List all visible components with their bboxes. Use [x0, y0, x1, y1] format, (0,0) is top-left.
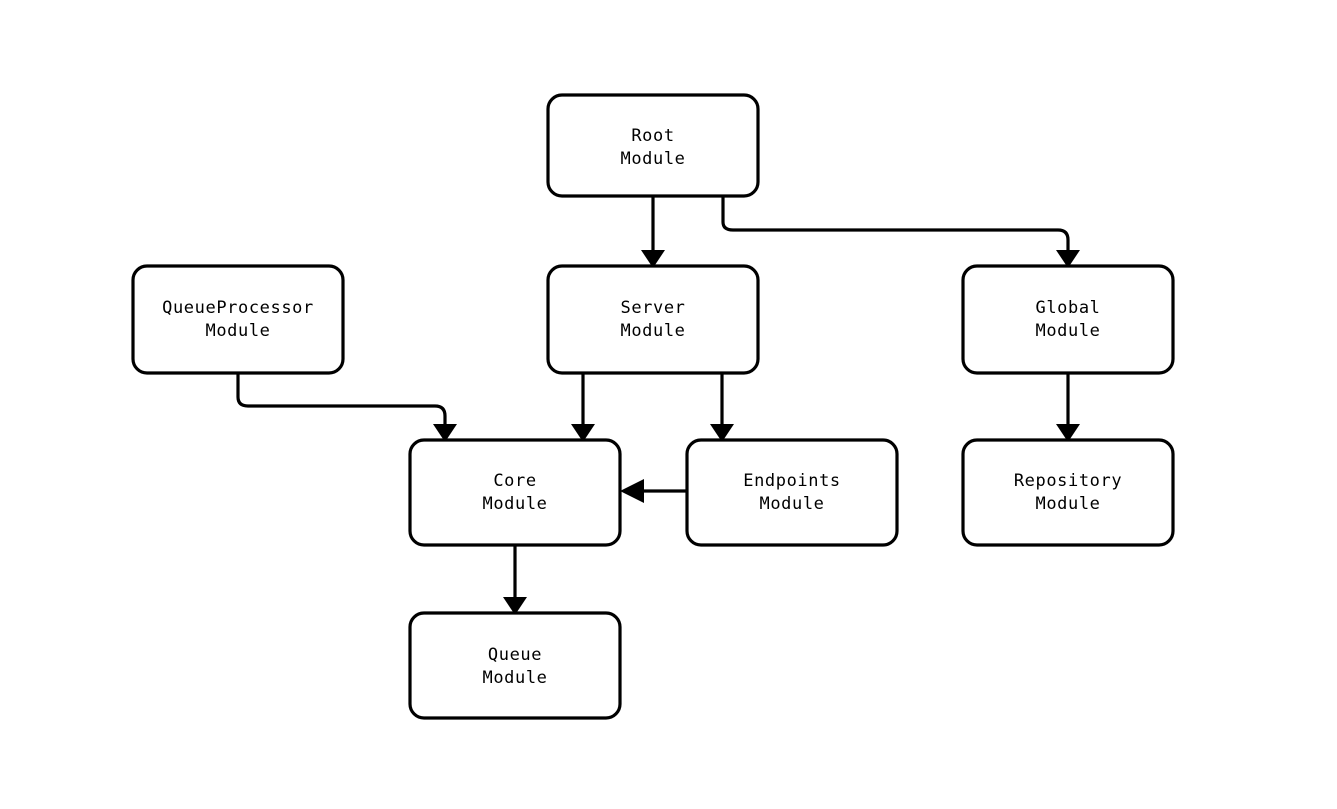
arrowhead-icon [1056, 250, 1080, 268]
node-root-module[interactable]: Root Module [546, 93, 760, 198]
edge-server-to-endpoints [710, 373, 734, 442]
node-box[interactable] [546, 264, 760, 375]
arrowhead-icon [1056, 424, 1080, 442]
node-box[interactable] [961, 438, 1175, 547]
node-label-line2: Module [1035, 321, 1100, 341]
edge-root-to-server [641, 196, 665, 268]
node-box[interactable] [546, 93, 760, 198]
edge-global-to-repository [1056, 373, 1080, 442]
edge-line [236, 373, 447, 430]
edge-line [721, 196, 1070, 256]
edge-endpoints-to-core [620, 479, 687, 503]
node-label-line1: Core [493, 471, 536, 491]
node-box[interactable] [408, 438, 622, 547]
node-global-module[interactable]: Global Module [961, 264, 1175, 375]
node-core-module[interactable]: Core Module [408, 438, 622, 547]
arrowhead-icon [433, 424, 457, 442]
node-label-line1: QueueProcessor [162, 298, 314, 318]
node-box[interactable] [131, 264, 345, 375]
node-label-line2: Module [759, 494, 824, 514]
node-layer: Root Module QueueProcessor Module Server… [131, 93, 1175, 720]
node-box[interactable] [685, 438, 899, 547]
arrowhead-icon [503, 597, 527, 615]
edge-root-to-global [721, 196, 1080, 268]
node-label-line1: Server [620, 298, 685, 318]
node-label-line2: Module [482, 494, 547, 514]
node-label-line1: Global [1035, 298, 1100, 318]
arrowhead-icon [710, 424, 734, 442]
edge-core-to-queue [503, 545, 527, 615]
arrowhead-icon [620, 479, 644, 503]
node-repository-module[interactable]: Repository Module [961, 438, 1175, 547]
node-queueprocessor-module[interactable]: QueueProcessor Module [131, 264, 345, 375]
edge-queueprocessor-to-core [236, 373, 457, 442]
node-label-line2: Module [205, 321, 270, 341]
node-queue-module[interactable]: Queue Module [408, 611, 622, 720]
node-label-line2: Module [1035, 494, 1100, 514]
node-label-line1: Queue [488, 645, 542, 665]
edge-layer [236, 196, 1080, 615]
node-label-line1: Root [631, 126, 674, 146]
node-label-line2: Module [482, 668, 547, 688]
node-box[interactable] [961, 264, 1175, 375]
node-box[interactable] [408, 611, 622, 720]
arrowhead-icon [641, 250, 665, 268]
node-label-line2: Module [620, 149, 685, 169]
node-endpoints-module[interactable]: Endpoints Module [685, 438, 899, 547]
node-label-line1: Repository [1014, 471, 1122, 491]
node-label-line1: Endpoints [743, 471, 841, 491]
arrowhead-icon [571, 424, 595, 442]
node-label-line2: Module [620, 321, 685, 341]
edge-server-to-core [571, 373, 595, 442]
node-server-module[interactable]: Server Module [546, 264, 760, 375]
